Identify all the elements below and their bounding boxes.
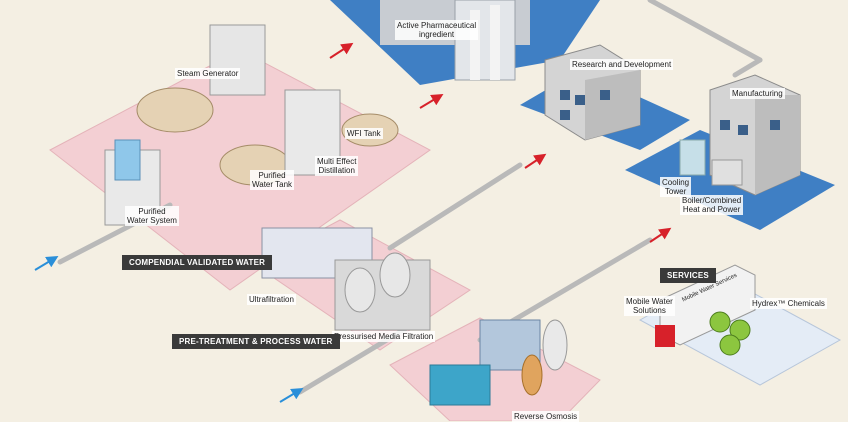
boiler-label: Boiler/Combined Heat and Power [680, 195, 744, 216]
ultrafiltration-label: Ultrafiltration [247, 294, 296, 306]
cooling-tower-label: Cooling Tower [660, 177, 692, 198]
api-label: Active Pharmaceutical ingredient [395, 20, 479, 41]
services-equipment [655, 264, 756, 356]
mobile-water-label: Mobile Water Solutions [624, 296, 675, 317]
research-label: Research and Development [570, 59, 674, 71]
purified-water-tank-label: Purified Water Tank [250, 170, 295, 191]
reverse-osmosis-label: Reverse Osmosis [512, 411, 580, 422]
compendial-tag: COMPENDIAL VALIDATED WATER [122, 255, 273, 270]
multi-effect-distillation-label: Multi Effect Distillation [315, 156, 359, 177]
input-arrows [34, 255, 304, 403]
manufacturing-label: Manufacturing [730, 88, 785, 100]
manufacturing-building [679, 74, 801, 196]
purified-water-system-label: Purified Water System [125, 206, 179, 227]
pressurised-media-filtration-label: Pressurised Media Filtration [332, 331, 436, 343]
output-arrows [329, 42, 672, 243]
pretreatment-tag: PRE-TREATMENT & PROCESS WATER [172, 334, 340, 349]
hydrex-label: Hydrex™ Chemicals [750, 298, 827, 310]
filtration-equipment [261, 227, 568, 406]
services-tag: SERVICES [660, 268, 716, 283]
wfi-tank-label: WFI Tank [345, 128, 383, 140]
steam-generator-label: Steam Generator [175, 68, 241, 80]
purified-water-storage-tanks [104, 24, 399, 226]
